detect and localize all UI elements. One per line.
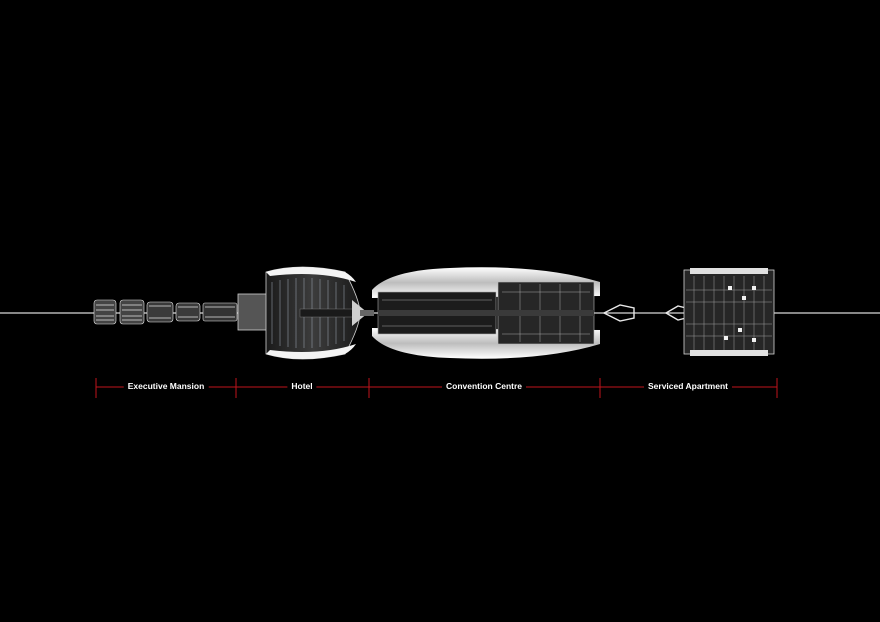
serviced-apartment-building bbox=[683, 268, 775, 356]
convention-centre-building bbox=[372, 267, 600, 359]
zone-label-serviced-apartment: Serviced Apartment bbox=[644, 381, 732, 392]
pavilion-arrow-left bbox=[602, 304, 635, 322]
hotel-building bbox=[265, 266, 368, 360]
zone-label-hotel: Hotel bbox=[287, 381, 317, 392]
zone-label-executive-mansion: Executive Mansion bbox=[123, 381, 209, 392]
executive-mansion-building bbox=[93, 293, 271, 331]
hotel-convention-link bbox=[360, 310, 374, 316]
zone-label-convention-centre: Convention Centre bbox=[441, 381, 527, 392]
